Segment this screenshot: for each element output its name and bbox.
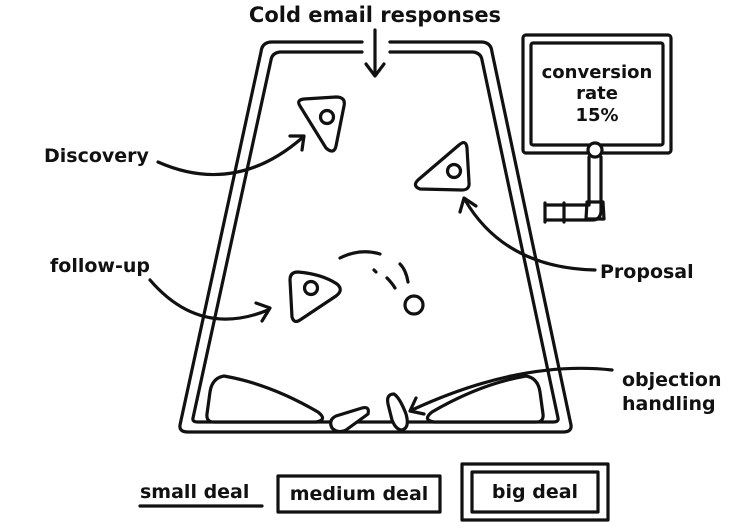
follow-up-bumper [288, 270, 342, 324]
ball-trajectory [338, 250, 410, 290]
label-discovery: Discovery [44, 145, 150, 167]
gauge-value: 15% [575, 105, 618, 126]
deal-tier-big: big deal [492, 481, 578, 503]
deal-tier-small: small deal [140, 481, 249, 503]
left-flipper [329, 406, 370, 434]
right-flipper [386, 392, 409, 432]
left-slingshot [205, 374, 325, 424]
arrow-follow-up [148, 278, 272, 323]
arrow-objection-handling [408, 366, 614, 416]
arrow-discovery [156, 134, 306, 177]
deal-tier-medium: medium deal [290, 483, 429, 505]
big-deal-outer-box [460, 462, 610, 522]
entry-arrow [364, 28, 386, 78]
gauge-connector-pipe [543, 141, 606, 224]
arrow-proposal [458, 196, 597, 272]
label-objection-line-2: handling [622, 393, 716, 415]
diagram-title: Cold email responses [249, 3, 501, 27]
label-follow-up: follow-up [50, 255, 150, 277]
proposal-bumper [413, 141, 471, 192]
big-deal-inner-box [470, 470, 600, 514]
gauge-line-1: conversion [542, 62, 653, 83]
pinball-ball [403, 294, 425, 316]
gauge-line-2: rate [576, 83, 618, 104]
discovery-bumper [297, 95, 346, 153]
medium-deal-box [276, 474, 442, 514]
label-proposal: Proposal [600, 261, 694, 283]
right-slingshot [425, 374, 545, 424]
pinball-machine-frame [178, 40, 573, 434]
label-objection-line-1: objection [622, 369, 722, 391]
